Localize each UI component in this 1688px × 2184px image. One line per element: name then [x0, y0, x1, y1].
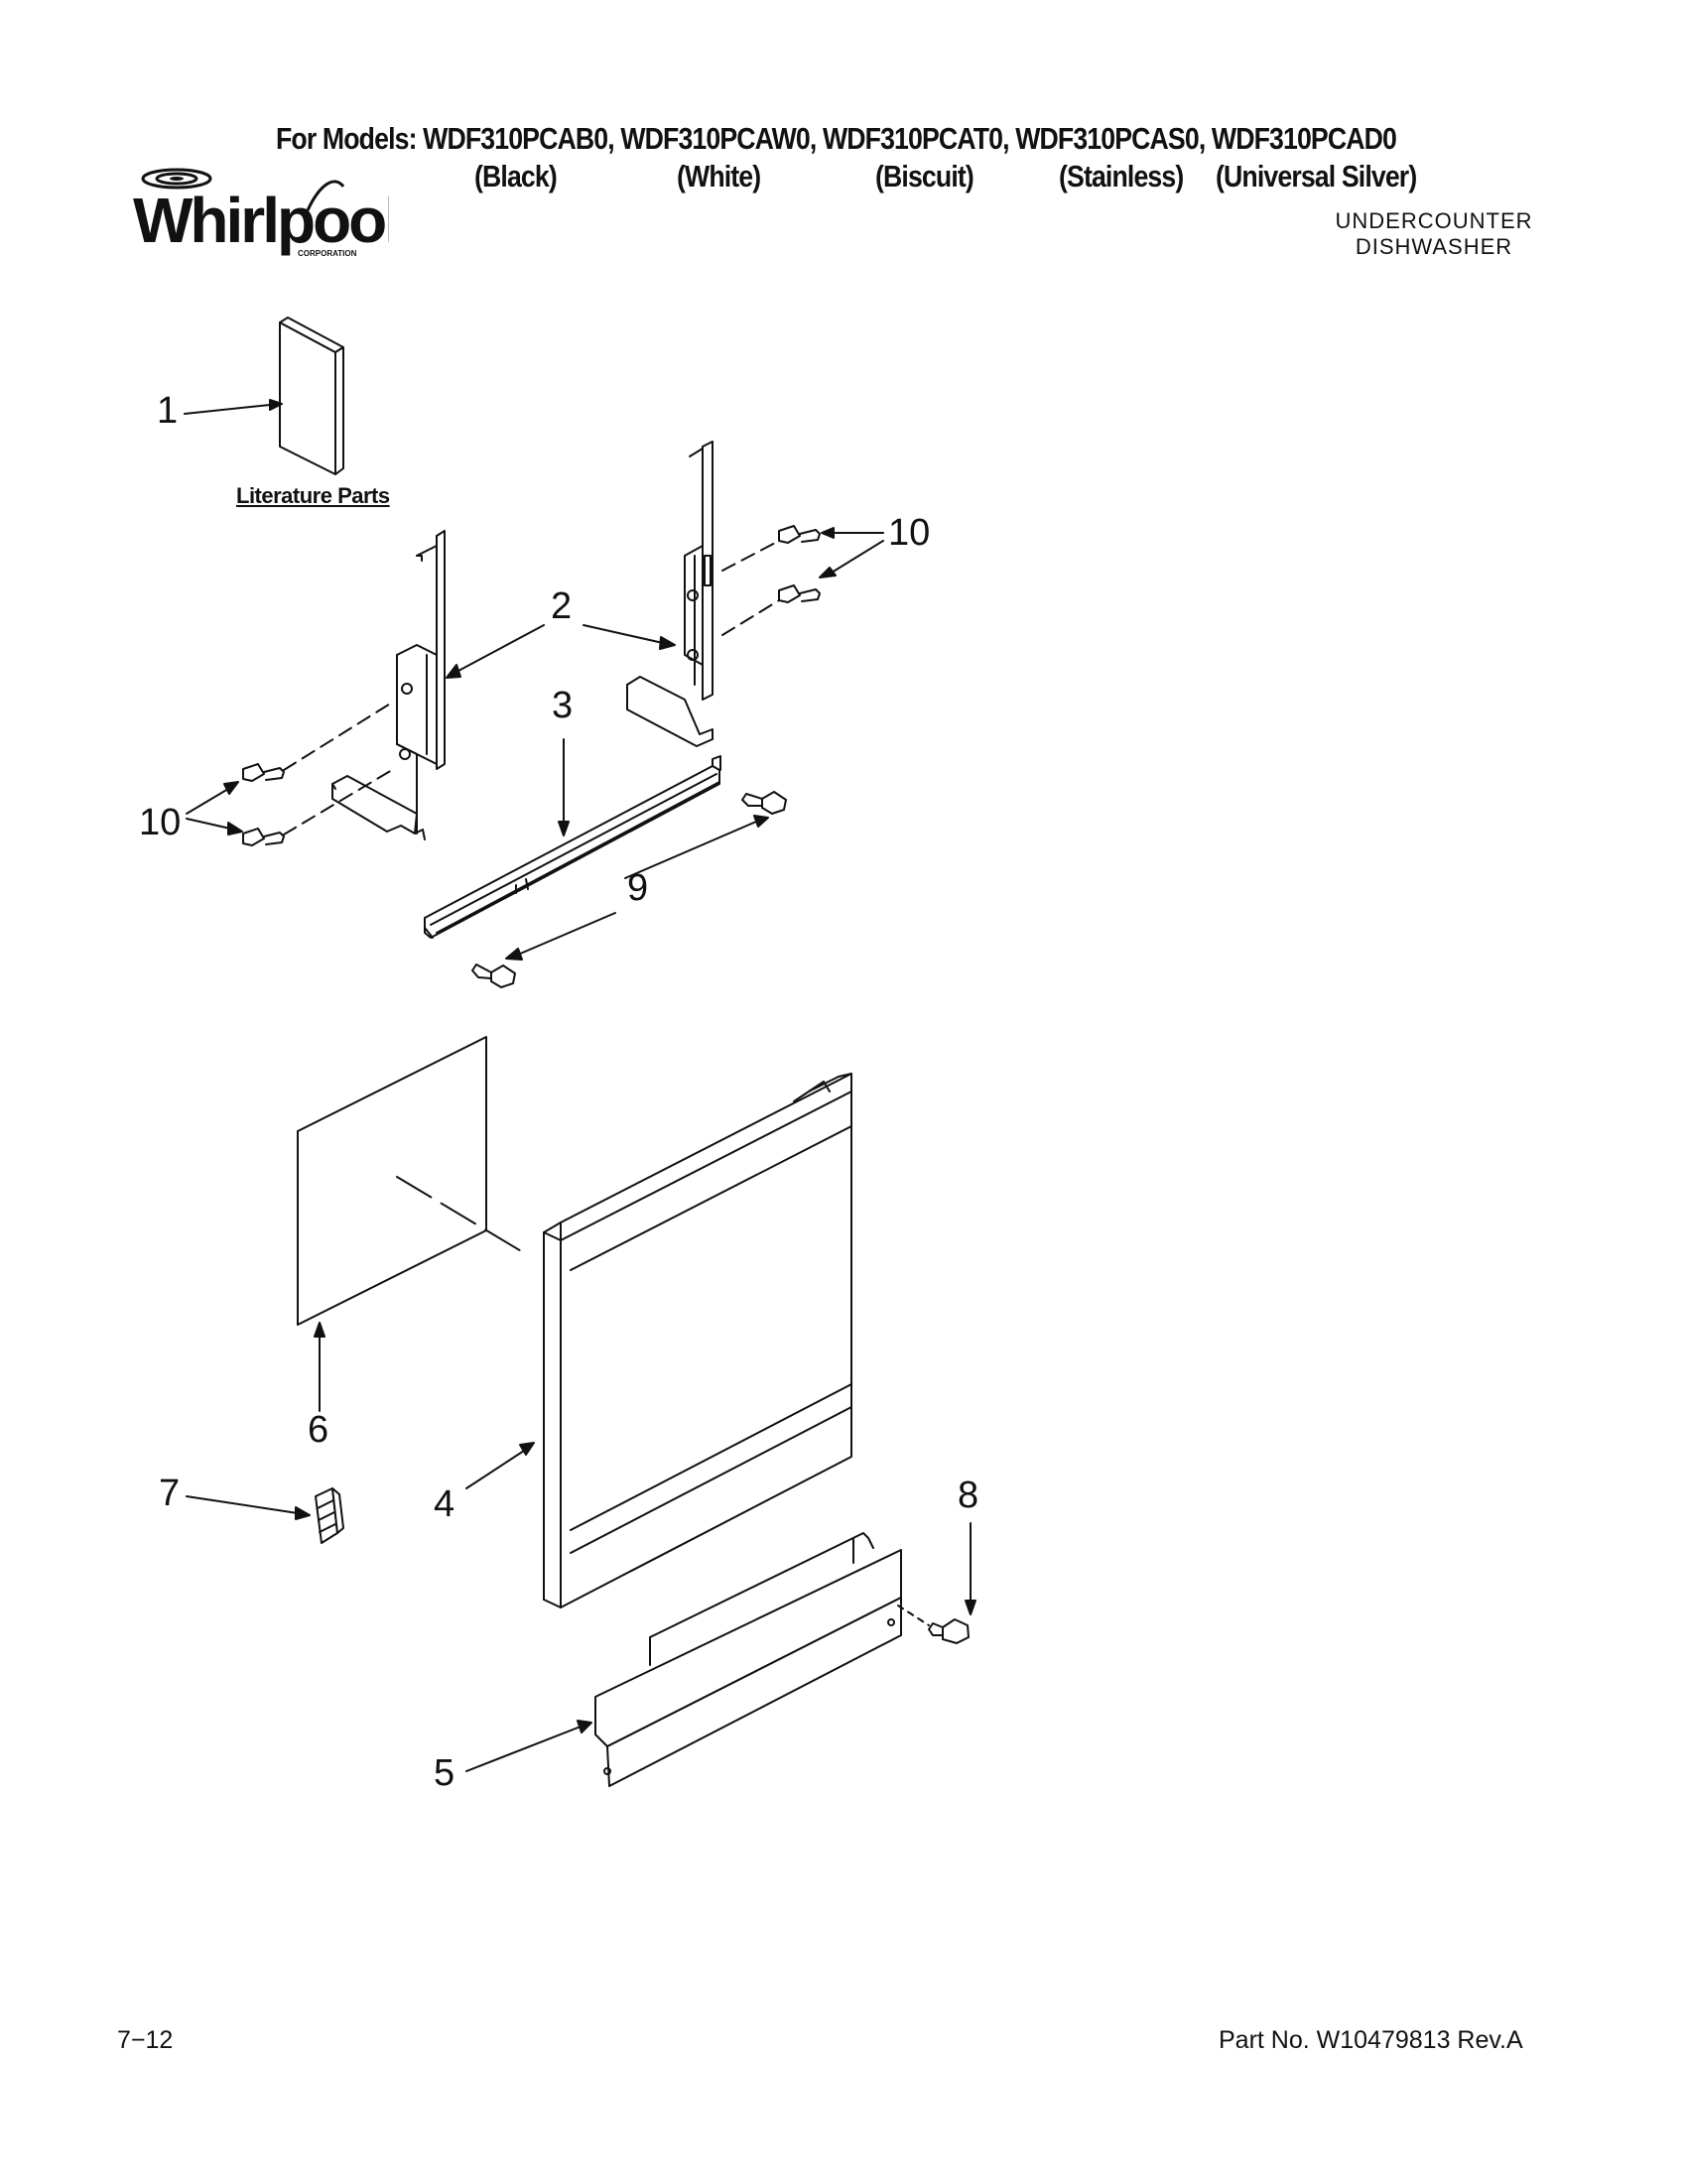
dash-line-panel [396, 1176, 529, 1256]
leader-8 [965, 1522, 976, 1615]
color-stainless: (Stainless) [1059, 159, 1184, 193]
callout-6: 6 [308, 1409, 329, 1451]
leader-9 [505, 815, 769, 961]
literature-parts-label: Literature Parts [236, 483, 390, 508]
part-6-panel-insert [297, 1036, 487, 1326]
dash-line-screw-8 [897, 1605, 930, 1626]
callout-5: 5 [434, 1752, 455, 1794]
dash-lines-right-screws [721, 540, 780, 636]
part-10-screw-lower-left [242, 828, 285, 846]
part-10-screw-lower-right [778, 584, 821, 603]
page-number: 7−12 [117, 2026, 174, 2054]
callout-3: 3 [552, 685, 574, 726]
part-2-left-hinge-bracket [331, 530, 446, 840]
callout-2: 2 [551, 585, 573, 627]
dash-lines-left-screws [283, 702, 393, 835]
callout-8: 8 [958, 1475, 979, 1516]
whirlpool-logo: Whirlpool CORPORATION [133, 168, 389, 258]
leader-4 [465, 1442, 535, 1489]
part-7-clip [315, 1487, 344, 1544]
part-2-right-hinge-bracket [626, 441, 714, 747]
leader-2-right [583, 624, 676, 650]
part-1-literature-booklet [279, 317, 344, 475]
callout-10-right: 10 [888, 512, 931, 554]
callout-1: 1 [157, 390, 179, 432]
logo-wordmark: Whirlpool [133, 185, 389, 256]
leader-1 [184, 399, 283, 415]
product-type-line2: DISHWASHER [1355, 234, 1513, 259]
color-white: (White) [677, 159, 761, 193]
part-8-screw [928, 1618, 970, 1644]
leader-3 [558, 738, 570, 836]
part-5-toe-panel [594, 1532, 902, 1787]
callout-9: 9 [627, 867, 649, 909]
callout-7: 7 [159, 1473, 181, 1514]
leader-6 [314, 1322, 325, 1412]
part-3-rail [424, 755, 721, 939]
leader-7 [186, 1495, 311, 1520]
leader-10-right [819, 527, 884, 578]
logo-swirl-icon [141, 168, 212, 190]
leader-5 [465, 1720, 592, 1772]
color-universal-silver: (Universal Silver) [1216, 159, 1417, 193]
callout-10-left: 10 [139, 802, 182, 843]
color-biscuit: (Biscuit) [875, 159, 974, 193]
part-number: Part No. W10479813 Rev.A [1219, 2026, 1523, 2054]
part-9-screw-left [471, 964, 516, 988]
color-black: (Black) [474, 159, 558, 193]
callout-4: 4 [434, 1483, 455, 1525]
models-title: For Models: WDF310PCAB0, WDF310PCAW0, WD… [276, 121, 1397, 156]
part-10-screw-upper-right [778, 525, 821, 544]
part-4-door-panel [543, 1073, 852, 1608]
logo-corporation: CORPORATION [298, 249, 357, 258]
part-9-screw-right [741, 791, 787, 815]
product-type-line1: UNDERCOUNTER [1335, 208, 1533, 233]
leader-10-left [186, 781, 243, 835]
leader-2-left [446, 624, 545, 679]
part-10-screw-upper-left [242, 763, 285, 782]
